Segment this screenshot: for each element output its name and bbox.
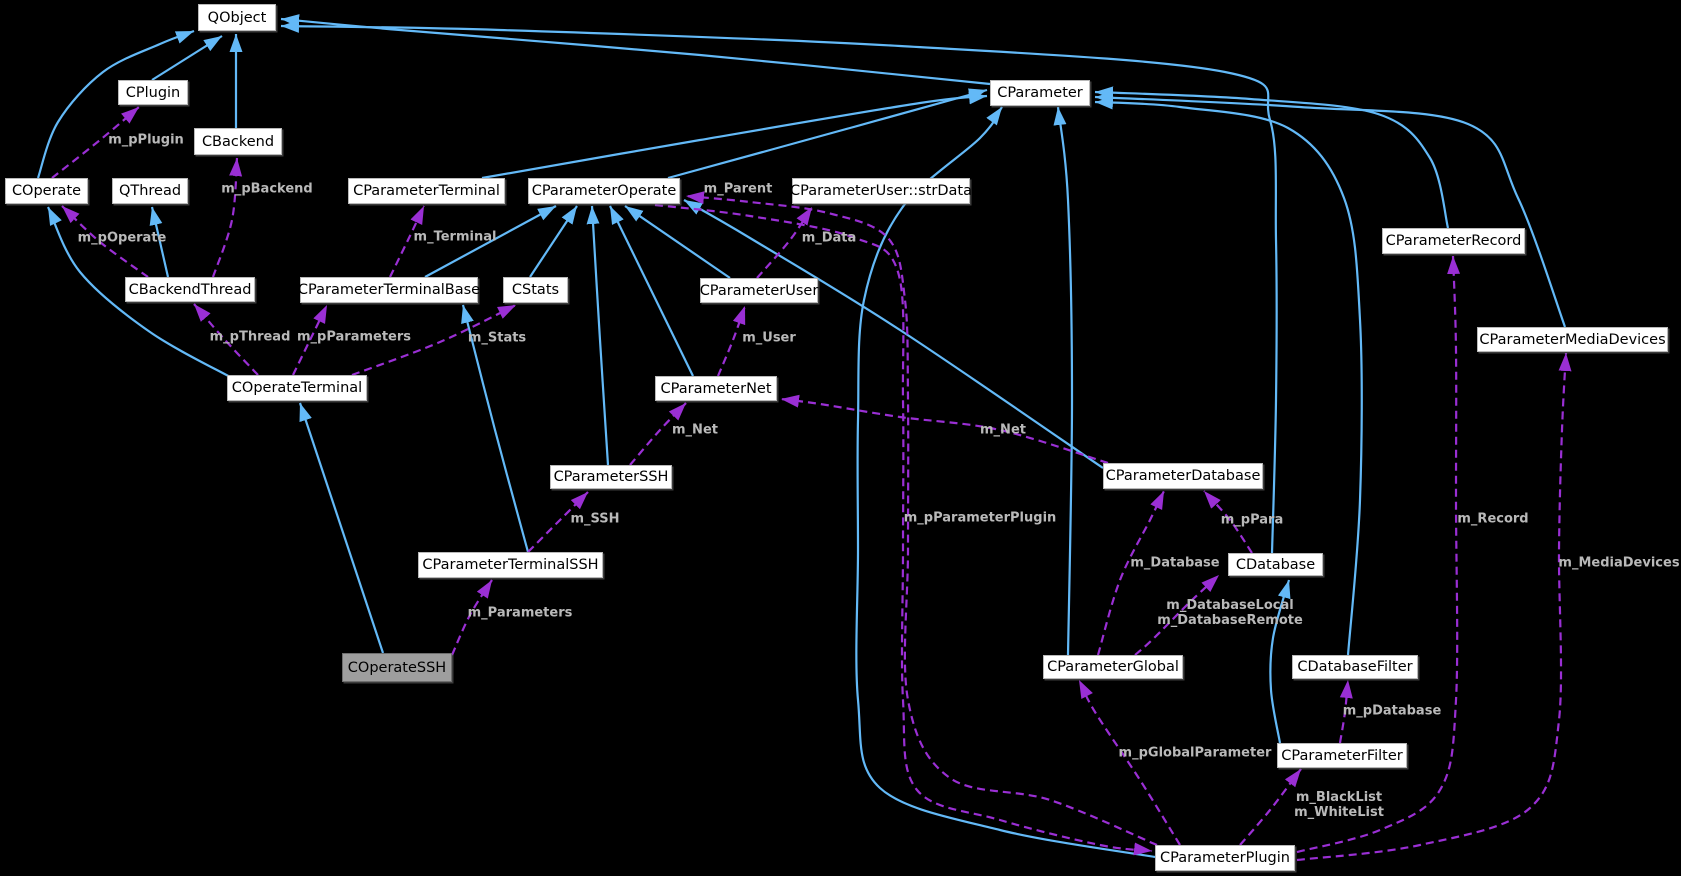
class-node-CDatabase[interactable]: CDatabase xyxy=(1228,553,1323,576)
edge-label-m_Stats: m_Stats xyxy=(467,330,527,346)
edge-label-m_pBackend: m_pBackend xyxy=(221,181,313,197)
member-edge-CParameterFilter-to-CDatabaseFilter xyxy=(1338,679,1353,744)
inheritance-edge-CParameterTerminal-to-CParameter xyxy=(481,91,988,180)
edge-label-m_pThread: m_pThread xyxy=(209,329,291,345)
member-edge-CParameterPlugin-to-CParameterGlobal xyxy=(1078,679,1181,846)
edge-label-m_pGlobalParameter: m_pGlobalParameter xyxy=(1118,745,1272,761)
inheritance-edge-CParameterDatabase-to-CParameterOperate xyxy=(683,199,1104,469)
member-edge-COperateTerminal-to-CParameterTerminalBase xyxy=(292,304,328,376)
member-edge-COperate-to-CPlugin xyxy=(51,106,140,179)
class-node-CParameterRecord[interactable]: CParameterRecord xyxy=(1382,228,1525,254)
edge-label-m_Data: m_Data xyxy=(801,230,857,246)
member-edge-CDatabase-to-CParameterDatabase xyxy=(1203,490,1253,554)
class-node-CBackendThread[interactable]: CBackendThread xyxy=(125,277,255,302)
class-node-CParameterSSH[interactable]: CParameterSSH xyxy=(550,465,672,489)
member-edge-CBackendThread-to-COperate xyxy=(61,205,149,278)
class-node-CParameterNet[interactable]: CParameterNet xyxy=(655,376,777,401)
class-node-CParameterUser[interactable]: CParameterUser xyxy=(700,278,818,303)
member-edge-CParameterPlugin-to-CParameterOperate xyxy=(685,191,1158,847)
edge-label-m_MediaDevices: m_MediaDevices xyxy=(1558,555,1680,571)
class-node-CParameterTerminalSSH[interactable]: CParameterTerminalSSH xyxy=(418,552,603,578)
inheritance-edge-COperateSSH-to-COperateTerminal xyxy=(298,402,385,654)
inheritance-edge-CParameterUser-to-CParameterOperate xyxy=(624,205,731,279)
edge-label-m_Record: m_Record xyxy=(1457,511,1529,527)
inheritance-edge-CParameterTerminalSSH-to-CParameterTerminalBase xyxy=(461,304,530,553)
member-edge-COperateTerminal-to-CStats xyxy=(351,304,517,377)
member-edge-CParameterOperate-to-CParameterPlugin xyxy=(654,203,1153,856)
class-node-CParameterTerminalBase[interactable]: CParameterTerminalBase xyxy=(298,277,480,303)
edge-label-m_Parent: m_Parent xyxy=(703,181,773,197)
member-edge-CBackendThread-to-CBackend xyxy=(211,157,243,278)
class-node-CParameterFilter[interactable]: CParameterFilter xyxy=(1277,743,1407,768)
edge-label-m_User: m_User xyxy=(742,330,796,346)
edge-label-m_Net: m_Net xyxy=(672,422,718,438)
member-edge-COperateSSH-to-CParameterTerminalSSH xyxy=(450,579,493,656)
class-node-CStats[interactable]: CStats xyxy=(503,277,568,303)
edge-label-m_pDatabase: m_pDatabase xyxy=(1342,703,1442,719)
member-edge-COperateTerminal-to-CBackendThread xyxy=(193,303,259,376)
member-edge-CParameterSSH-to-CParameterNet xyxy=(629,402,687,466)
inheritance-edge-CParameter-to-QObject xyxy=(280,14,991,86)
edge-label-m_pPlugin: m_pPlugin xyxy=(108,132,184,148)
inheritance-edge-CBackendThread-to-QThread xyxy=(149,206,170,278)
inheritance-edge-CStats-to-CParameterOperate xyxy=(529,205,578,278)
class-node-CPlugin[interactable]: CPlugin xyxy=(118,80,188,105)
inheritance-edge-CDatabaseFilter-to-CParameter xyxy=(1094,96,1363,656)
class-node-COperateSSH: COperateSSH xyxy=(342,653,452,682)
edge-label-m_Database: m_Database xyxy=(1130,555,1220,571)
class-node-COperateTerminal[interactable]: COperateTerminal xyxy=(227,375,367,401)
class-node-QObject[interactable]: QObject xyxy=(198,4,276,31)
class-node-CParameterDatabase[interactable]: CParameterDatabase xyxy=(1103,463,1263,489)
inheritance-edge-CParameterSSH-to-CParameterOperate xyxy=(586,205,610,466)
inheritance-edge-CParameterGlobal-to-CParameter xyxy=(1053,106,1074,656)
class-node-CBackend[interactable]: CBackend xyxy=(194,128,282,155)
edge-label-m_pParameterPlugin: m_pParameterPlugin xyxy=(903,510,1057,526)
class-node-CParameterOperate[interactable]: CParameterOperate xyxy=(528,178,680,204)
member-edge-CParameterPlugin-to-CParameterFilter xyxy=(1239,768,1302,846)
class-node-CDatabaseFilter[interactable]: CDatabaseFilter xyxy=(1292,655,1418,679)
inheritance-edge-COperate-to-QObject xyxy=(36,29,195,179)
member-edge-CParameterTerminalBase-to-CParameterTerminal xyxy=(389,205,425,278)
inheritance-edge-CParameterNet-to-CParameterOperate xyxy=(609,205,694,377)
member-edge-CParameterDatabase-to-CParameterNet xyxy=(780,394,1109,465)
edge-label-m_DatabaseLocal: m_DatabaseLocal m_DatabaseRemote xyxy=(1157,598,1303,628)
member-edge-CParameterUser-to-strData xyxy=(756,206,813,279)
class-node-strData[interactable]: CParameterUser::strData xyxy=(790,178,972,204)
edge-label-m_SSH: m_SSH xyxy=(570,511,620,527)
edge-label-m_Net: m_Net xyxy=(980,422,1026,438)
inheritance-edge-CParameterMediaDevices-to-CParameter xyxy=(1094,91,1567,328)
edge-label-m_pPara: m_pPara xyxy=(1220,512,1284,528)
class-node-COperate[interactable]: COperate xyxy=(5,178,88,204)
inheritance-edge-CDatabase-to-QObject xyxy=(280,19,1278,554)
inheritance-edge-CParameterTerminalBase-to-CParameterOperate xyxy=(424,205,557,278)
member-edge-CParameterPlugin-to-CParameterRecord xyxy=(1296,255,1461,854)
class-node-CParameterGlobal[interactable]: CParameterGlobal xyxy=(1043,655,1183,679)
edge-label-m_BlackList: m_BlackList m_WhiteList xyxy=(1294,790,1384,820)
inheritance-edge-CPlugin-to-QObject xyxy=(151,35,223,81)
class-node-CParameter[interactable]: CParameter xyxy=(990,80,1090,106)
inheritance-edge-CParameterOperate-to-CParameter xyxy=(667,88,988,180)
member-edge-CParameterNet-to-CParameterUser xyxy=(716,305,747,377)
edge-label-m_Terminal: m_Terminal xyxy=(413,229,497,245)
edge-label-m_pOperate: m_pOperate xyxy=(77,230,167,246)
edge-label-m_Parameters: m_Parameters xyxy=(467,605,573,621)
class-node-QThread[interactable]: QThread xyxy=(112,178,188,204)
inheritance-edge-CParameterFilter-to-CDatabase xyxy=(1269,579,1291,744)
inheritance-edge-COperateTerminal-to-COperate xyxy=(47,206,233,379)
member-edge-CParameterGlobal-to-CParameterDatabase xyxy=(1096,490,1165,656)
member-edge-CParameterGlobal-to-CDatabase xyxy=(1134,574,1220,656)
class-node-CParameterMediaDevices[interactable]: CParameterMediaDevices xyxy=(1477,327,1668,352)
edge-label-m_pParameters: m_pParameters xyxy=(296,329,412,345)
class-node-CParameterTerminal[interactable]: CParameterTerminal xyxy=(348,178,505,204)
member-edge-CParameterPlugin-to-CParameterMediaDevices xyxy=(1296,352,1572,862)
member-edge-CParameterTerminalSSH-to-CParameterSSH xyxy=(527,491,589,553)
class-node-CParameterPlugin[interactable]: CParameterPlugin xyxy=(1155,845,1295,871)
